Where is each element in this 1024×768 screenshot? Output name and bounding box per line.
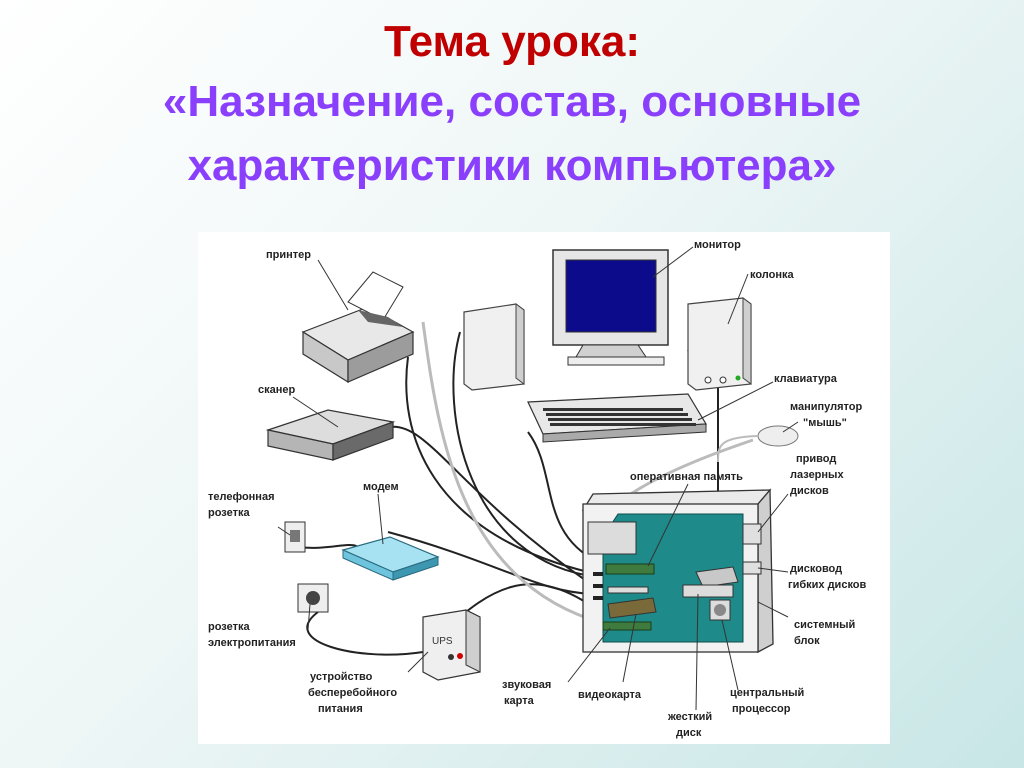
speaker-left-icon [463,303,525,391]
label-keyboard: клавиатура [774,373,838,385]
speaker-right-icon [687,297,752,391]
label-ups-line-2: бесперебойного [308,687,397,699]
ram-module [605,563,655,575]
label-sound-card-line-2: карта [504,695,535,707]
keyboard-icon [527,393,708,443]
cable-keyboard [527,431,599,563]
label-hdd-line-1: жесткий [667,711,712,723]
power-socket-icon [297,583,329,613]
label-phone-socket-line-2: розетка [208,507,250,519]
cable-scanner [389,425,589,583]
label-floppy-line-2: гибких дисков [788,579,867,591]
label-mouse-line-2: "мышь" [803,417,847,429]
cable-speaker-left [452,331,599,578]
label-power-socket-line-1: розетка [208,621,250,633]
mouse-icon [717,425,799,463]
label-cpu-line-2: процессор [732,703,791,715]
label-ram: оперативная память [630,471,743,483]
label-cpu-line-1: центральный [730,687,804,699]
label-cd-drive-line-1: привод [796,453,836,465]
label-phone-socket-line-1: телефонная [208,491,275,503]
label-mouse-line-1: манипулятор [790,401,863,413]
monitor-icon [552,249,669,366]
label-scanner: сканер [258,384,296,396]
label-power-socket-line-2: электропитания [208,637,296,649]
leader-lines [277,246,799,711]
phone-socket-icon [284,521,306,553]
cable-modem [387,531,594,595]
printer-icon [301,271,415,384]
modem-icon [341,536,440,581]
cd-drive [742,523,762,545]
video-card [607,597,657,619]
label-printer: принтер [266,249,311,261]
title-topic-line-2: характеристики компьютера» [187,141,837,190]
label-speaker: колонка [750,269,795,281]
label-monitor: монитор [694,239,741,251]
label-sound-card-line-1: звуковая [502,679,551,691]
label-system-unit-line-2: блок [794,635,820,647]
computer-components-diagram: UPS [198,232,890,744]
ups-badge: UPS [432,636,453,647]
scanner-icon [265,409,396,461]
label-ups-line-1: устройство [310,671,373,683]
label-ups-line-3: питания [318,703,363,715]
label-video-card: видеокарта [578,689,642,701]
cable-power-socket [306,611,424,656]
label-system-unit-line-1: системный [794,619,855,631]
title-topic-line-1: «Назначение, состав, основные [162,77,862,126]
label-cd-drive-line-2: лазерных [790,469,844,481]
hard-disk [682,584,734,598]
label-floppy-line-1: дисковод [790,563,842,575]
label-hdd-line-2: диск [676,727,702,739]
sound-card [602,621,652,631]
label-modem: модем [363,481,399,493]
slide-title: Тема урока: «Назначение, состав, основны… [0,14,1024,198]
title-topic-label: Тема урока: [383,17,641,66]
diagram-svg: UPS [208,239,867,739]
label-cd-drive-line-3: дисков [790,485,829,497]
system-unit-icon [581,488,774,654]
ups-icon [422,609,481,681]
